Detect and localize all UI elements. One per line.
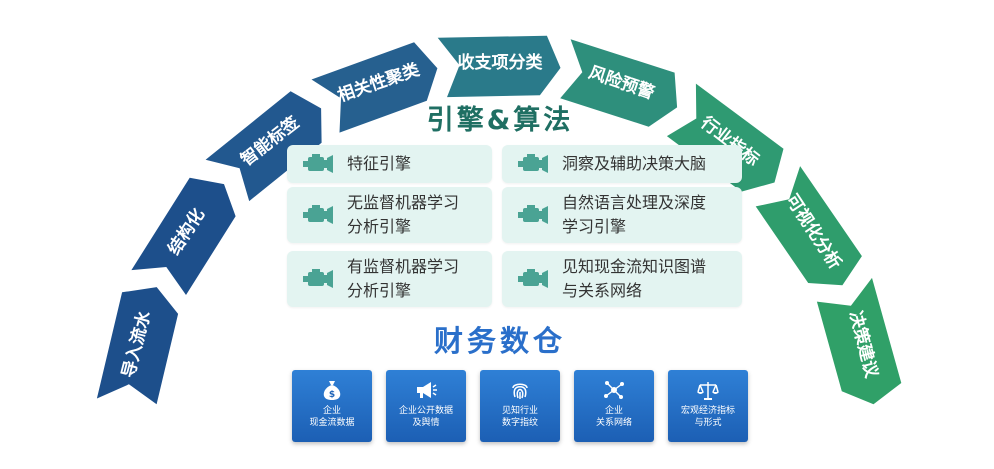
tile-macro-indicators: 宏观经济指标 与形式 (668, 370, 748, 442)
engine-icon (518, 269, 548, 288)
network-icon (604, 381, 624, 399)
engine-card-feature: 特征引擎 (287, 145, 492, 183)
engine-card-insight: 洞察及辅助决策大脑 (502, 145, 742, 183)
arc-step-3 (205, 91, 322, 202)
tile-public-data: 企业公开数据 及舆情 (386, 370, 466, 442)
tile-industry-fingerprint: 见知行业 数字指纹 (480, 370, 560, 442)
arc-step-5 (437, 35, 561, 98)
engine-icon (518, 154, 548, 173)
money-bag-icon: $ (323, 381, 341, 400)
fingerprint-icon (512, 383, 528, 399)
engine-label: 无监督机器学习 分析引擎 (347, 193, 460, 236)
arc-step-label: 收支项分类 (458, 52, 544, 73)
warehouse-title: 财务数仓 (433, 324, 566, 358)
engine-icon (303, 205, 333, 224)
engine-card-nlp: 自然语言处理及深度 学习引擎 (502, 187, 742, 243)
arc-step-2 (131, 177, 236, 295)
engine-icon (303, 269, 333, 288)
engines-title: 引擎&算法 (426, 105, 574, 136)
engine-label: 洞察及辅助决策大脑 (562, 154, 707, 173)
arc-step-1 (96, 287, 179, 405)
svg-text:$: $ (329, 390, 335, 400)
arc-step-7 (666, 83, 784, 192)
engine-label: 特征引擎 (347, 154, 412, 173)
tile-label: 见知行业 数字指纹 (501, 406, 538, 428)
tile-label: 宏观经济指标 与形式 (680, 406, 735, 428)
engine-icon (303, 154, 333, 173)
tile-label: 企业 现金流数据 (309, 406, 355, 428)
tile-relation-network: 企业 关系网络 (574, 370, 654, 442)
arc-step-9 (816, 277, 902, 405)
tile-label: 企业 关系网络 (595, 406, 632, 428)
arc-step-4 (311, 42, 438, 133)
scale-icon (697, 382, 719, 400)
engine-label: 自然语言处理及深度 学习引擎 (562, 193, 707, 236)
engine-card-unsupervised: 无监督机器学习 分析引擎 (287, 187, 492, 243)
arc-step-8 (755, 166, 862, 286)
engine-icon (518, 205, 548, 224)
engine-card-knowledge-graph: 见知现金流知识图谱 与关系网络 (502, 251, 742, 307)
megaphone-icon (417, 382, 437, 398)
tile-label: 企业公开数据 及舆情 (398, 406, 453, 428)
tile-cashflow-data: $ 企业 现金流数据 (292, 370, 372, 442)
engine-label: 有监督机器学习 分析引擎 (347, 257, 460, 300)
arc-step-6 (560, 39, 678, 127)
engine-card-supervised: 有监督机器学习 分析引擎 (287, 251, 492, 307)
engine-label: 见知现金流知识图谱 与关系网络 (562, 257, 707, 300)
